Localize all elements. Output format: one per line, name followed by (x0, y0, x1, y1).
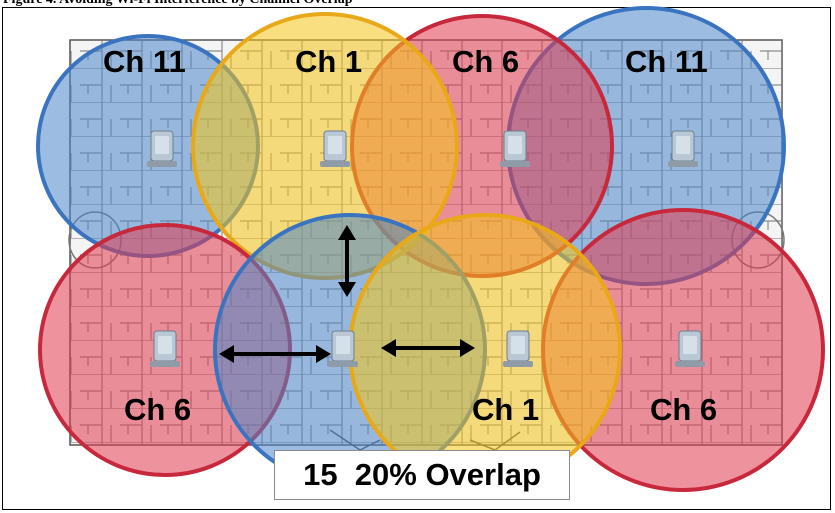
channel-label: Ch 1 (472, 392, 539, 427)
channel-labels: Ch 11 Ch 1 Ch 6 Ch 11 Ch 6 Ch 1 Ch 6 (103, 44, 717, 427)
overlap-arrows (219, 225, 475, 363)
access-point-icon (674, 330, 706, 368)
channel-label: Ch 6 (452, 44, 519, 79)
channel-label: Ch 6 (124, 392, 191, 427)
double-arrow-icon (338, 225, 356, 297)
access-point-icon (499, 130, 531, 168)
access-point-icon (149, 330, 181, 368)
access-point-icon (502, 330, 534, 368)
access-point-icon (146, 130, 178, 168)
figure-frame (2, 7, 831, 510)
channel-label: Ch 1 (295, 44, 362, 79)
double-arrow-icon (381, 339, 475, 357)
overlap-label: 15 20% Overlap (274, 450, 570, 500)
figure-caption: Figure 4. Avoiding Wi-Fi Interference by… (3, 0, 352, 8)
access-point-icon (327, 330, 359, 368)
double-arrow-icon (219, 345, 331, 363)
channel-label: Ch 6 (650, 392, 717, 427)
channel-label: Ch 11 (103, 44, 186, 79)
channel-label: Ch 11 (625, 44, 708, 79)
access-point-icon (319, 130, 351, 168)
access-point-icon (667, 130, 699, 168)
